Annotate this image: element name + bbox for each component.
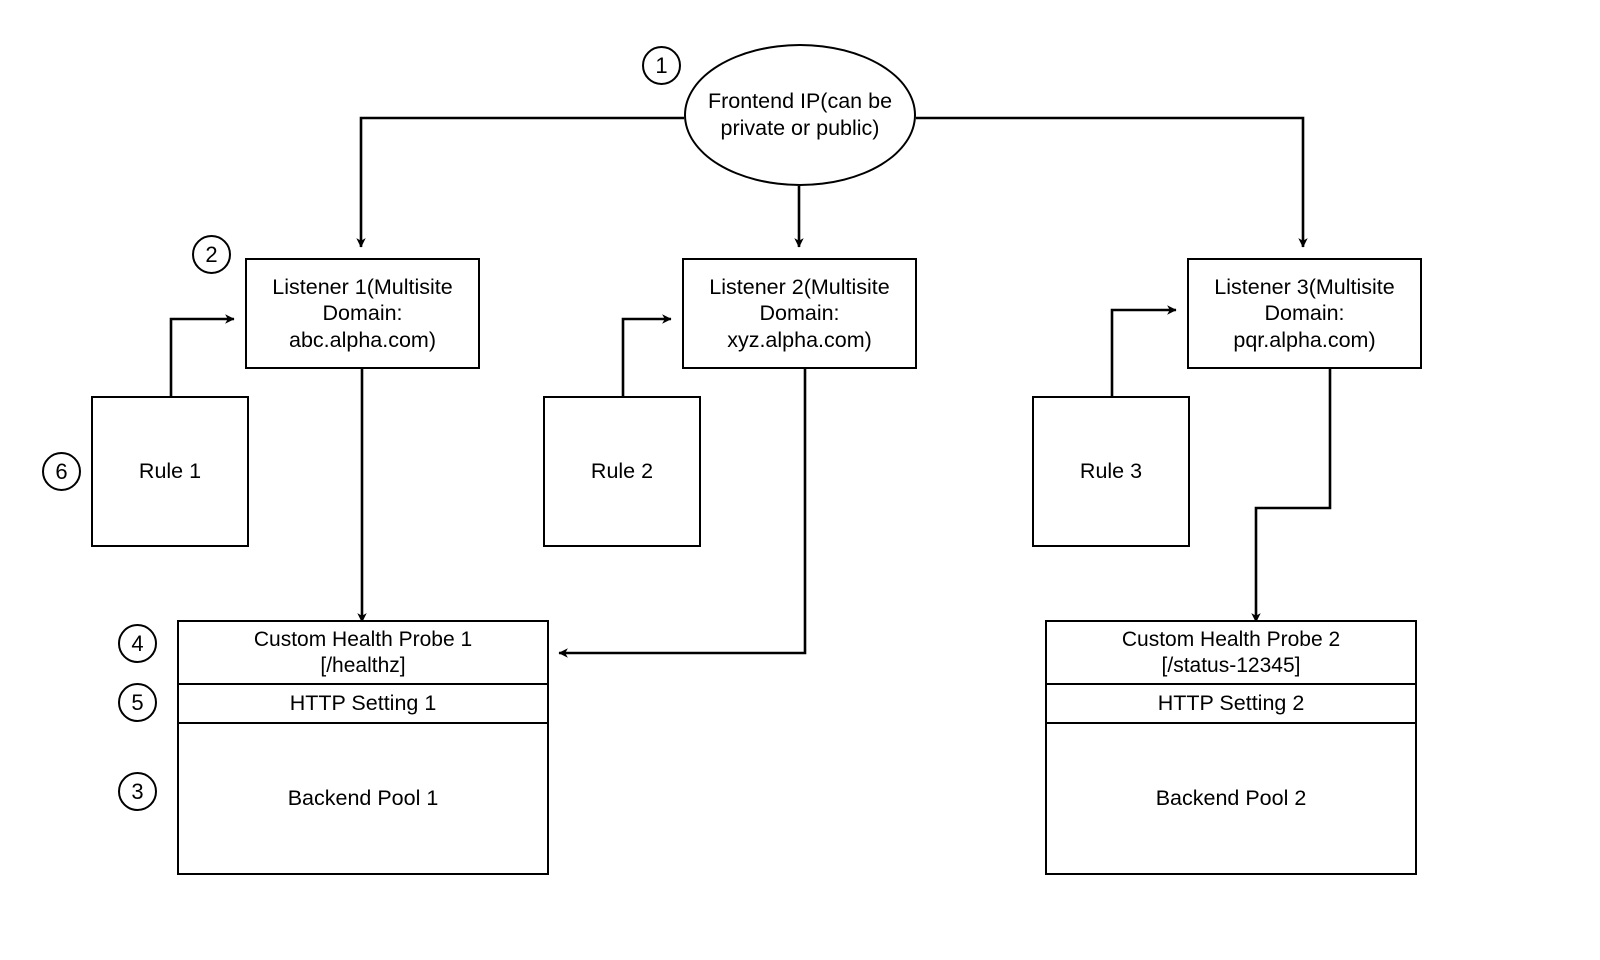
marker-rule-1: 6 xyxy=(42,452,81,491)
listener-1-node[interactable]: Listener 1(Multisite Domain: abc.alpha.c… xyxy=(245,258,480,369)
custom-health-probe-2[interactable]: Custom Health Probe 2 [/status-12345] xyxy=(1047,622,1415,685)
connector-listener-3-to-probe-2 xyxy=(1251,369,1332,623)
backend-pool-2[interactable]: Backend Pool 2 xyxy=(1047,724,1415,873)
connector-rule-3-to-listener-3 xyxy=(1110,305,1177,396)
custom-health-probe-1[interactable]: Custom Health Probe 1 [/healthz] xyxy=(179,622,547,685)
connector-rule-1-to-listener-1 xyxy=(169,314,235,396)
connector-frontend-to-listener-3 xyxy=(916,116,1308,248)
backend-pool-1[interactable]: Backend Pool 1 xyxy=(179,724,547,873)
marker-backend-pool-1: 3 xyxy=(118,772,157,811)
backend-stack-2: Custom Health Probe 2 [/status-12345] HT… xyxy=(1045,620,1417,875)
backend-stack-1: Custom Health Probe 1 [/healthz] HTTP Se… xyxy=(177,620,549,875)
marker-listener-1: 2 xyxy=(192,235,231,274)
frontend-ip-node[interactable]: Frontend IP(can be private or public) xyxy=(684,44,916,186)
marker-custom-health-probe-1: 4 xyxy=(118,624,157,663)
connector-frontend-to-listener-1 xyxy=(356,116,684,248)
rule-1-node[interactable]: Rule 1 xyxy=(91,396,249,547)
marker-http-setting-1: 5 xyxy=(118,683,157,722)
http-setting-2[interactable]: HTTP Setting 2 xyxy=(1047,685,1415,724)
listener-3-node[interactable]: Listener 3(Multisite Domain: pqr.alpha.c… xyxy=(1187,258,1422,369)
rule-3-node[interactable]: Rule 3 xyxy=(1032,396,1190,547)
http-setting-1[interactable]: HTTP Setting 1 xyxy=(179,685,547,724)
marker-frontend-ip: 1 xyxy=(642,46,681,85)
listener-2-node[interactable]: Listener 2(Multisite Domain: xyz.alpha.c… xyxy=(682,258,917,369)
rule-2-node[interactable]: Rule 2 xyxy=(543,396,701,547)
connector-rule-2-to-listener-2 xyxy=(621,314,672,396)
